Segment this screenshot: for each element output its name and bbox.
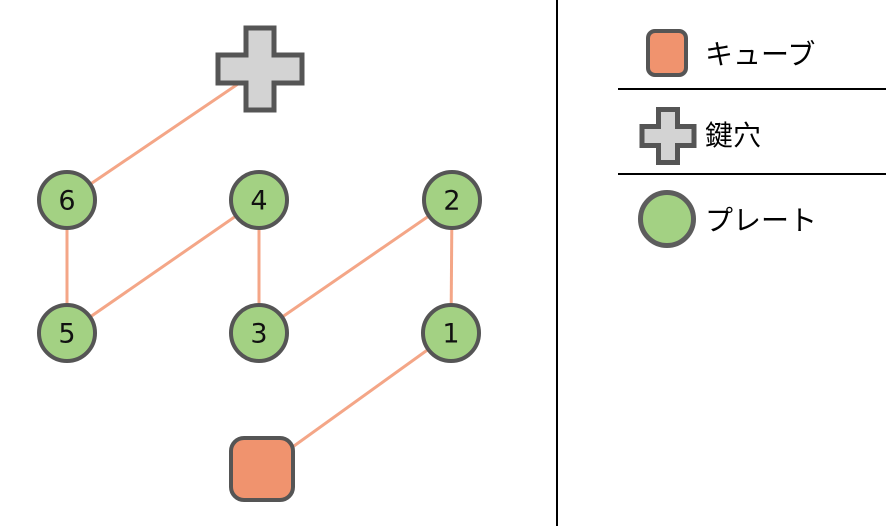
legend-item-cube: キューブ: [558, 22, 886, 84]
plate-circle: [229, 303, 289, 363]
legend: キューブ 鍵穴 プレート: [558, 0, 886, 526]
cube-icon: [646, 29, 688, 77]
edge-keyhole-plate6: [66, 67, 261, 202]
plate-circle: [229, 170, 289, 230]
plate-node-2: 2: [422, 170, 482, 230]
plate-node-6: 6: [37, 170, 97, 230]
plate-circle: [421, 303, 481, 363]
legend-item-keyhole: 鍵穴: [558, 103, 886, 165]
cube-node: [229, 436, 295, 502]
legend-label-plate: プレート: [705, 206, 818, 237]
plate-number: 5: [58, 319, 75, 350]
plate-circle: [37, 170, 97, 230]
plate-circle: [37, 303, 97, 363]
plate-node-5: 5: [37, 303, 97, 363]
legend-separator: [618, 173, 886, 175]
keyhole-node: [215, 25, 305, 113]
plate-number: 6: [58, 186, 75, 217]
plate-circle: [422, 170, 482, 230]
edge-lines: [65, 67, 454, 471]
keyhole-icon: [639, 107, 697, 165]
plate-number: 1: [442, 319, 459, 350]
graph-canvas: 6 5 4 3 2 1: [37, 25, 482, 502]
panel-divider: [556, 0, 558, 526]
plate-node-3: 3: [229, 303, 289, 363]
edge-plate5-plate4: [66, 198, 260, 335]
plate-number: 2: [443, 186, 460, 217]
plate-node-4: 4: [229, 170, 289, 230]
plate-number: 4: [250, 186, 267, 217]
edge-plate3-plate2: [258, 198, 453, 335]
legend-item-plate: プレート: [558, 188, 886, 250]
legend-label-cube: キューブ: [705, 40, 816, 71]
legend-separator: [618, 88, 886, 90]
plate-node-1: 1: [421, 303, 481, 363]
legend-label-keyhole: 鍵穴: [705, 121, 762, 152]
plate-icon: [638, 190, 696, 248]
plate-number: 3: [250, 319, 267, 350]
